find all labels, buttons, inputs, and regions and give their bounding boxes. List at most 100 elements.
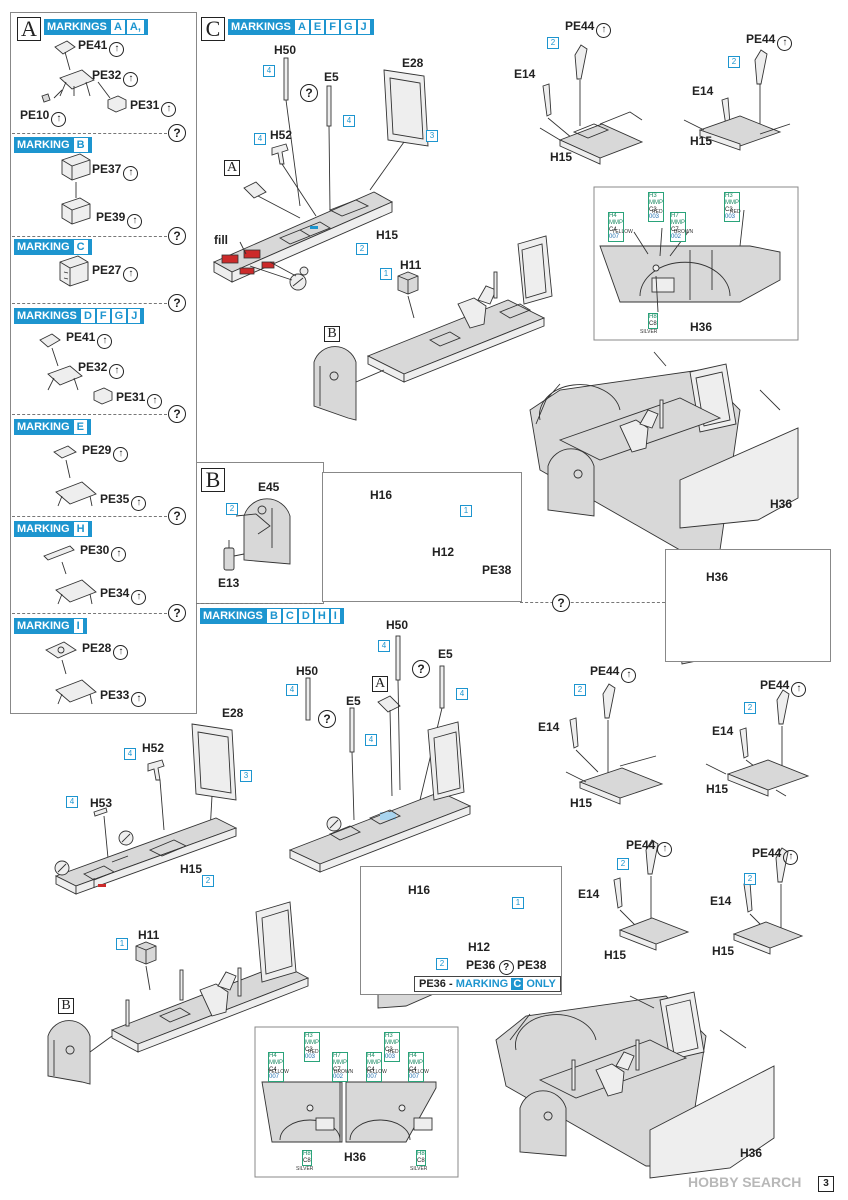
- ref-b-part-c: [313, 346, 357, 421]
- detail-dash-line: [520, 602, 665, 603]
- caption-red-lower-1: RED: [308, 1049, 319, 1055]
- caption-yellow-lower-1: YELLOW: [268, 1069, 289, 1075]
- ref-b-c: B: [324, 326, 340, 342]
- label-pe29: PE29↑: [82, 443, 129, 462]
- unknown-marker-2: ?: [168, 227, 186, 245]
- label-pe44-6: PE44↑: [752, 846, 799, 865]
- label-pe41-a: PE41↑: [78, 38, 125, 57]
- pe31-part-d: [93, 387, 113, 405]
- e28-panel-c: [383, 69, 429, 147]
- num-2-pe44-2: 2: [728, 56, 740, 68]
- label-h50-lower-1: H50: [386, 618, 409, 632]
- num-2-pe44-5: 2: [617, 858, 629, 870]
- marking-badge-c: MARKING C: [14, 239, 92, 255]
- num-1-h12-lower: 1: [512, 897, 524, 909]
- num-3-e28: 3: [426, 130, 438, 142]
- marking-badge-i: MARKING I: [14, 618, 87, 634]
- label-pe44-4: PE44↑: [760, 678, 807, 697]
- label-h12-lower: H12: [468, 940, 491, 954]
- pe39-part: [61, 197, 91, 225]
- e28-panel-l: [191, 723, 237, 801]
- caption-brown-upper: BROWN: [674, 229, 694, 235]
- h36-assembly-upper: [529, 363, 799, 551]
- label-h52-c: H52: [270, 128, 293, 142]
- marking-badge-h: MARKING H: [14, 521, 92, 537]
- label-h15-c: H15: [376, 228, 399, 242]
- caption-silver-upper: SILVER: [640, 329, 658, 335]
- h16-box-lower: [360, 866, 562, 995]
- label-pe31-d: PE31↑: [116, 390, 163, 409]
- num-4-h52: 4: [254, 133, 266, 145]
- num-2-h15: 2: [356, 243, 368, 255]
- label-h16-lower: H16: [408, 883, 431, 897]
- label-pe27: PE27↑: [92, 263, 139, 282]
- caption-brown-lower: BROWN: [334, 1069, 354, 1075]
- pe37-part: [61, 153, 91, 181]
- h50-rod-l: [395, 635, 401, 681]
- ref-a-part-c: [243, 181, 267, 199]
- separator-2: [12, 236, 167, 237]
- label-pe32-d: PE32↑: [78, 360, 125, 379]
- pe30-part: [43, 545, 75, 561]
- label-e14-6: E14: [710, 894, 732, 908]
- label-h50-lower-2: H50: [296, 664, 319, 678]
- h36-detail-box: [665, 549, 831, 662]
- h15-floor-c: [212, 191, 394, 283]
- label-e14-5: E14: [578, 887, 600, 901]
- num-2-pe44-4: 2: [744, 702, 756, 714]
- step-letter-b: B: [201, 468, 225, 492]
- pe32-part-a: [59, 69, 95, 97]
- num-4-h50-lower-2: 4: [286, 684, 298, 696]
- caption-yellow-upper: YELLOW: [612, 229, 633, 235]
- label-pe38-upper: PE38: [482, 563, 512, 577]
- label-e13: E13: [218, 576, 240, 590]
- assembly-l-lower: [110, 901, 310, 1053]
- e5-rod-c: [326, 85, 332, 127]
- page-number: 3: [818, 1176, 834, 1192]
- label-h53-lower: H53: [90, 796, 113, 810]
- h36-assembly-lower: [495, 991, 775, 1179]
- pe29-part: [53, 445, 77, 459]
- caption-red-1: RED: [652, 209, 663, 215]
- label-h36-upper: H36: [770, 497, 793, 511]
- step-b-dash-line: [196, 603, 322, 604]
- label-e14-2: E14: [692, 84, 714, 98]
- h52-part-l: [147, 759, 165, 781]
- label-pe37: PE37↑: [92, 162, 139, 181]
- h36-callout-lower: [261, 1081, 437, 1143]
- caption-yellow-lower-3: YELLOW: [408, 1069, 429, 1075]
- num-2-pe44-6: 2: [744, 873, 756, 885]
- label-h15-3: H15: [570, 796, 593, 810]
- ref-a-lower: A: [372, 676, 388, 692]
- label-h12-upper: H12: [432, 545, 455, 559]
- h52-part-c: [271, 143, 289, 165]
- num-3-e28-lower: 3: [240, 770, 252, 782]
- label-e14-3: E14: [538, 720, 560, 734]
- caption-silver-lower-1: SILVER: [296, 1166, 314, 1172]
- label-pe31-a: PE31↑: [130, 98, 177, 117]
- label-pe30: PE30↑: [80, 543, 127, 562]
- h16-box-upper: [322, 472, 522, 602]
- label-h16-upper: H16: [370, 488, 393, 502]
- pe28-part: [45, 641, 77, 659]
- label-h36-detail: H36: [706, 570, 729, 584]
- label-h36-lower-callout: H36: [344, 1150, 367, 1164]
- num-4-e5-lower-2: 4: [365, 734, 377, 746]
- unknown-marker-h50: ?: [300, 84, 318, 102]
- label-pe41-d: PE41↑: [66, 330, 113, 349]
- separator-4: [12, 414, 167, 415]
- label-pe44-5: PE44↑: [626, 838, 673, 857]
- h50-rod-c: [283, 57, 289, 101]
- pe33-part: [55, 679, 97, 705]
- num-1-h11: 1: [380, 268, 392, 280]
- label-e45: E45: [258, 480, 280, 494]
- separator-1: [12, 133, 167, 134]
- num-2-h16-lower: 2: [436, 958, 448, 970]
- unknown-marker-3: ?: [168, 294, 186, 312]
